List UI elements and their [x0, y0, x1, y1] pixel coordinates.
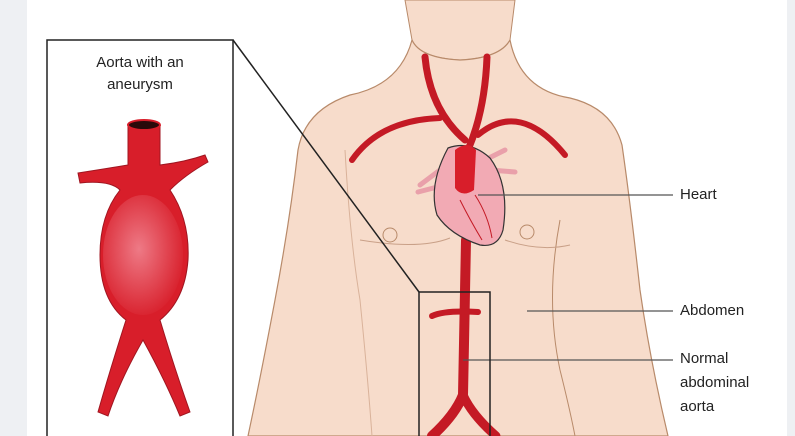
- label-aorta-line1: Normal: [680, 350, 729, 367]
- right-margin: [787, 0, 795, 436]
- torso: [247, 0, 669, 436]
- label-normal-aorta: Normal abdominal aorta: [680, 347, 749, 419]
- left-margin: [0, 0, 27, 436]
- leader-lines: [463, 194, 673, 361]
- label-heart: Heart: [680, 186, 717, 203]
- arteries: [349, 53, 568, 436]
- inset-title-line2: aneurysm: [107, 76, 173, 93]
- inset-title: Aorta with an aneurysm: [47, 52, 233, 96]
- label-abdomen: Abdomen: [680, 302, 745, 319]
- aneurysm-drawing: [77, 119, 209, 417]
- heart-drawing: [415, 145, 518, 247]
- label-aorta-line3: aorta: [680, 398, 715, 415]
- label-aorta-line2: abdominal: [680, 374, 750, 391]
- inset-title-line1: Aorta with an: [96, 54, 184, 71]
